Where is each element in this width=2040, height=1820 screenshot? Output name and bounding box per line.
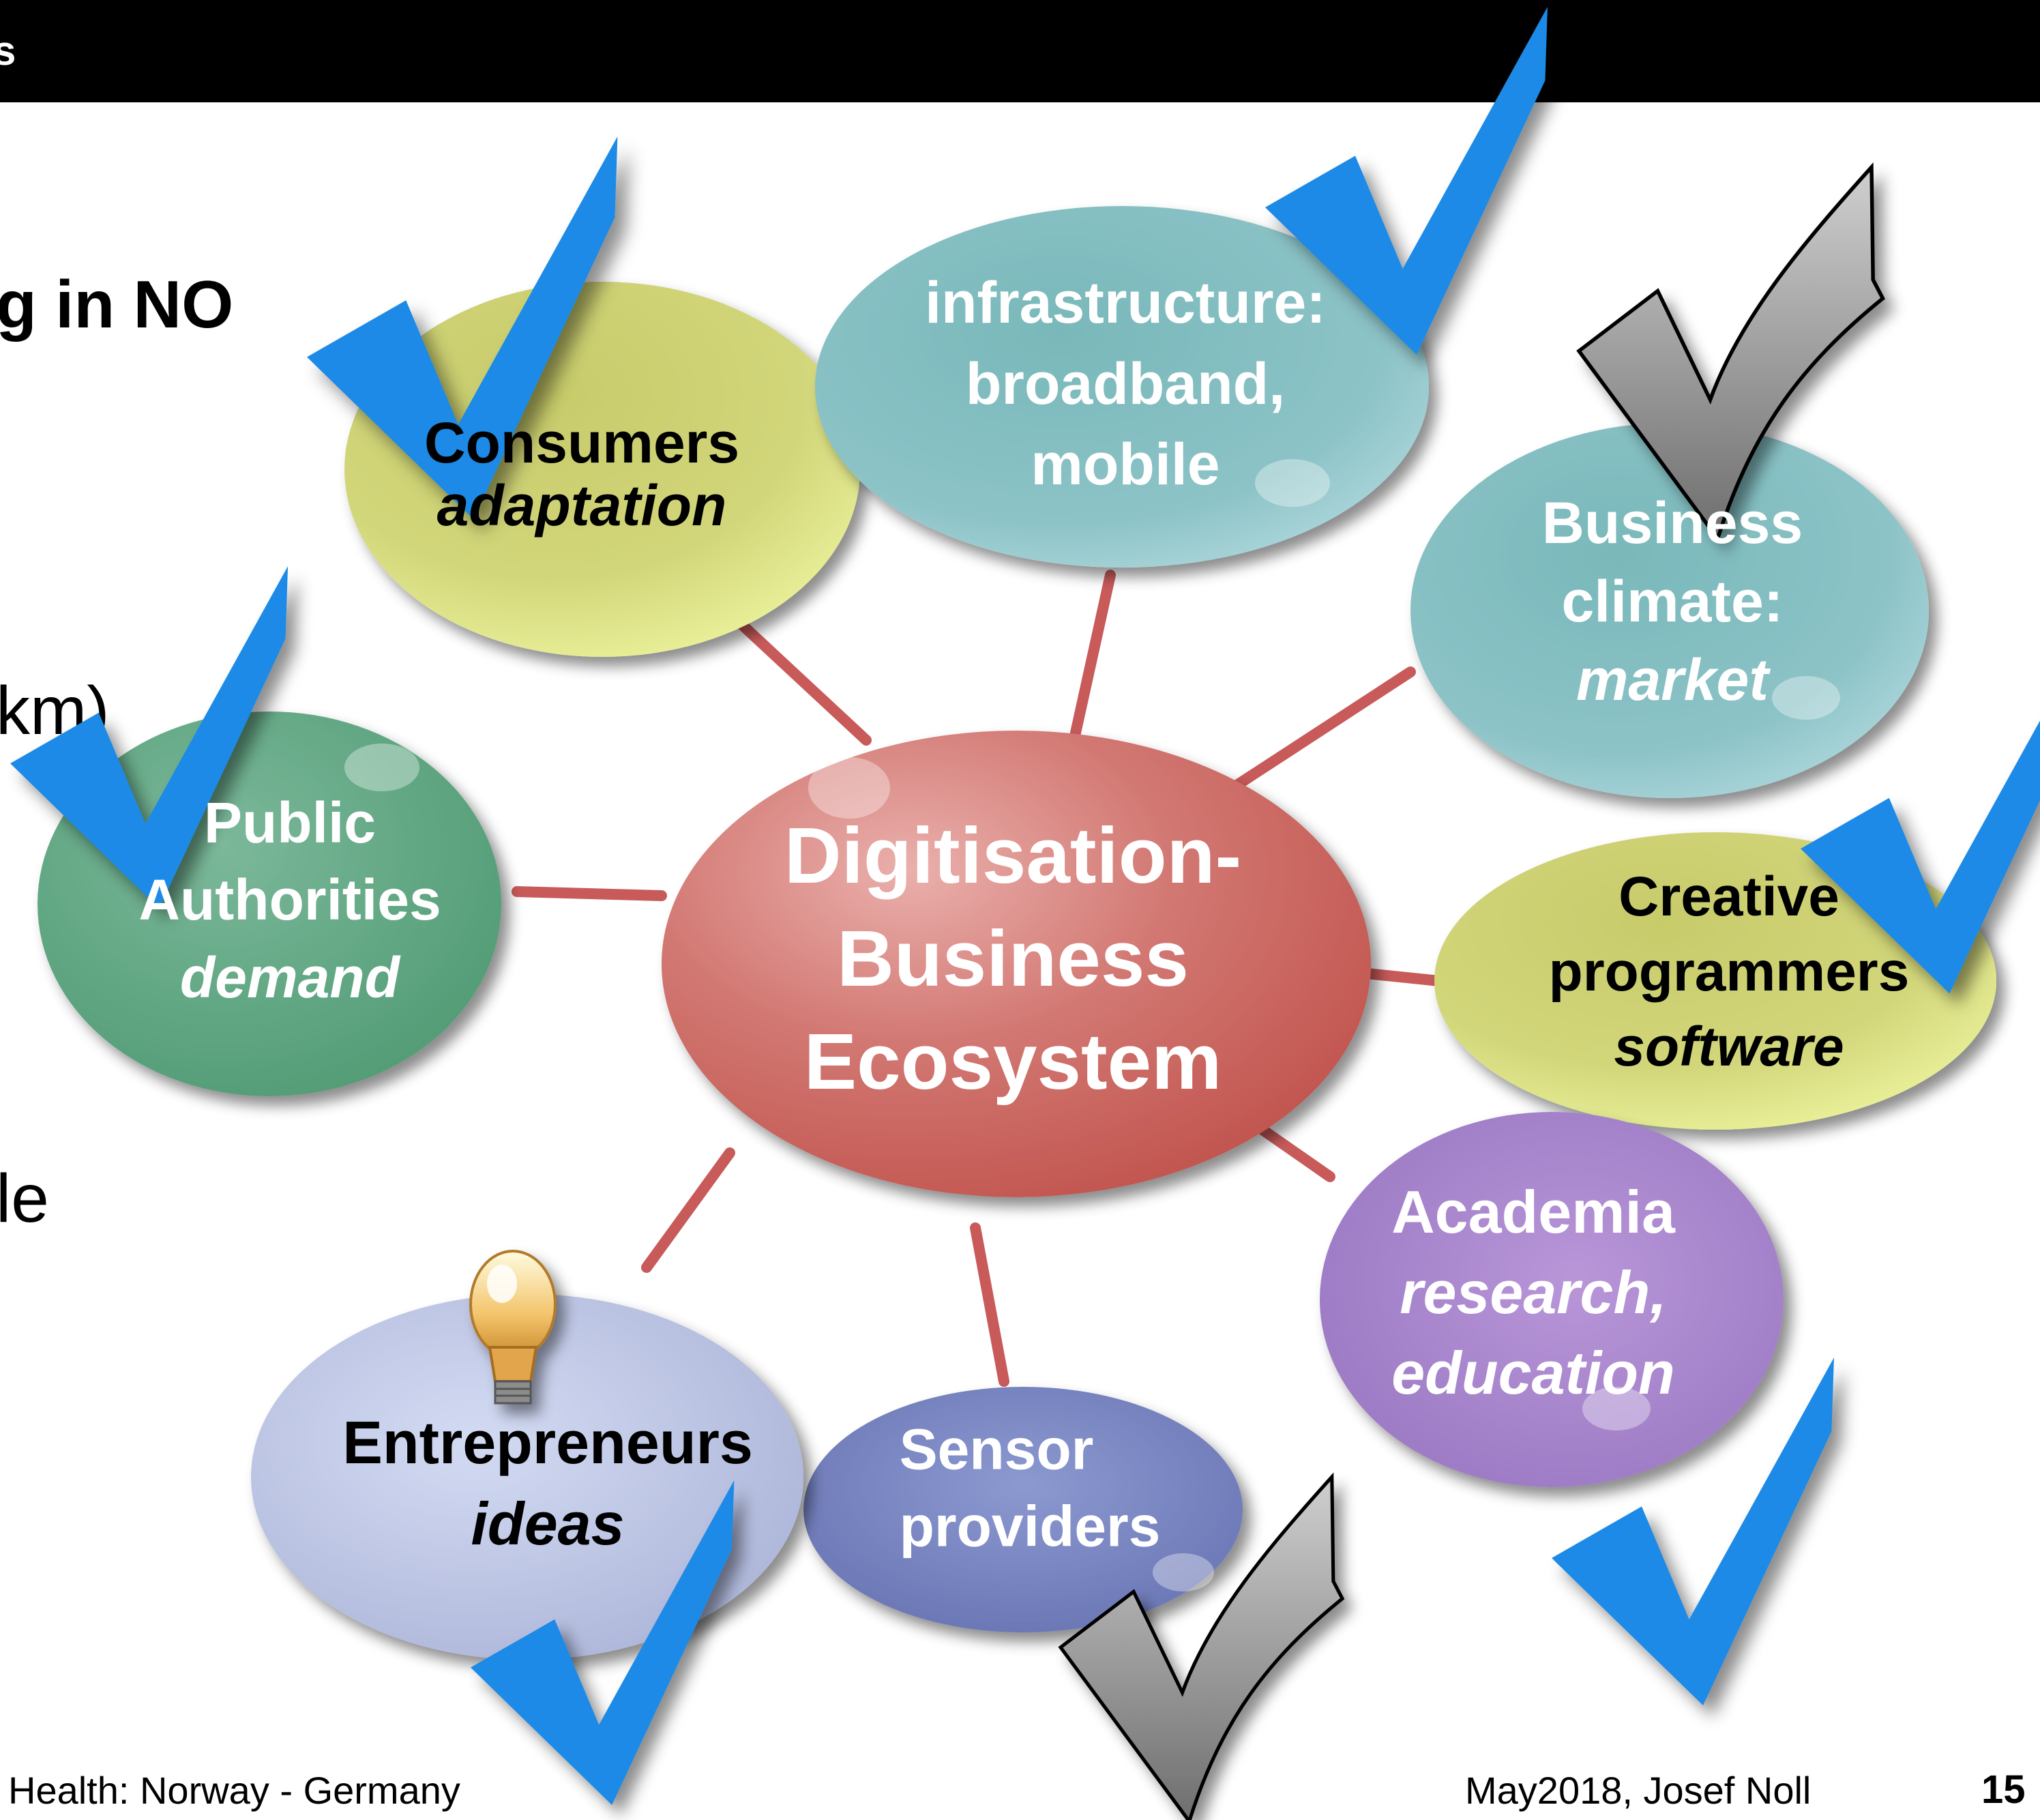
creative-programmers-label: Creative programmers software <box>1549 860 1910 1085</box>
connector-public-authorities <box>512 886 667 901</box>
page-number: 15 <box>1981 1767 2026 1812</box>
entrepreneurs-subtitle: ideas <box>471 1490 625 1557</box>
footer-left-text: Health: Norway - Germany <box>8 1769 460 1812</box>
background-text-line-1: g in NO <box>0 267 234 342</box>
sensor-providers-line-1: Sensor <box>899 1417 1094 1482</box>
blue-check-icon <box>1552 1357 1834 1705</box>
connector-sensor-providers <box>970 1222 1009 1387</box>
infrastructure-line-1: infrastructure: <box>925 269 1326 336</box>
lightbulb-icon <box>469 1250 557 1405</box>
creative-programmers-node <box>1434 832 1996 1130</box>
grey-check-icon <box>1576 162 1885 543</box>
public-authorities-line-1: Public <box>203 790 376 855</box>
hub-line-1: Digitisation- <box>784 810 1242 900</box>
business-climate-label: Business climate: market <box>1542 484 1803 720</box>
header-subtitle-fragment: s <box>0 28 16 74</box>
background-text-line-3: le <box>0 1160 49 1237</box>
hub-line-3: Ecosystem <box>803 1016 1222 1106</box>
public-authorities-subtitle: demand <box>179 945 400 1010</box>
footer-right-text: May2018, Josef Noll <box>1465 1769 1812 1812</box>
academia-subtitle-line-1: research, <box>1400 1259 1667 1327</box>
public-authorities-label: Public Authorities demand <box>138 784 441 1016</box>
connectors <box>512 570 1445 1387</box>
connector-infrastructure <box>1064 570 1116 766</box>
connector-business-climate <box>1232 666 1416 790</box>
entrepreneurs-label: Entrepreneurs ideas <box>342 1403 753 1565</box>
hub-node <box>662 731 1371 1197</box>
blue-check-icon <box>1801 720 2040 994</box>
academia-subtitle-line-2: education <box>1391 1338 1675 1407</box>
infrastructure-node <box>815 206 1429 568</box>
business-climate-line-2: climate: <box>1561 569 1784 635</box>
public-authorities-line-2: Authorities <box>138 868 441 933</box>
academia-title: Academia <box>1391 1178 1675 1246</box>
infrastructure-line-2: broadband, <box>965 351 1286 417</box>
blue-check-icon <box>1265 7 1548 355</box>
connector-consumers <box>716 600 872 746</box>
business-climate-subtitle: market <box>1576 647 1769 714</box>
connector-entrepreneurs <box>641 1147 735 1273</box>
entrepreneurs-title: Entrepreneurs <box>342 1409 753 1477</box>
consumers-node <box>344 282 860 657</box>
highlights <box>344 459 1840 1591</box>
infrastructure-line-3: mobile <box>1031 432 1220 498</box>
creative-programmers-line-1: Creative <box>1618 866 1839 928</box>
sensor-providers-label: Sensor providers <box>900 1411 1161 1566</box>
consumers-title: Consumers <box>424 411 740 475</box>
entrepreneurs-node <box>251 1294 803 1660</box>
blue-check-icon <box>307 136 618 519</box>
academia-node <box>1320 1112 1784 1487</box>
header-bar: s <box>0 0 2040 102</box>
checkmarks <box>10 7 2040 1820</box>
blue-check-icon <box>10 566 289 909</box>
infrastructure-label: infrastructure: broadband, mobile <box>925 263 1326 505</box>
consumers-subtitle: adaptation <box>437 473 727 538</box>
consumers-label: Consumers adaptation <box>424 414 739 534</box>
public-authorities-node <box>38 711 501 1096</box>
academia-label: Academia research, education <box>1391 1172 1675 1413</box>
sensor-providers-node <box>803 1387 1243 1632</box>
hub-label: Digitisation- Business Ecosystem <box>784 804 1241 1113</box>
grey-check-icon <box>1058 1472 1345 1820</box>
business-climate-line-1: Business <box>1541 490 1803 557</box>
creative-programmers-subtitle: software <box>1614 1015 1844 1078</box>
blue-check-icon <box>471 1480 735 1805</box>
business-climate-node <box>1410 423 1929 798</box>
sensor-providers-line-2: providers <box>899 1495 1161 1559</box>
hub-line-2: Business <box>837 913 1189 1003</box>
creative-programmers-line-2: programmers <box>1548 941 1910 1003</box>
